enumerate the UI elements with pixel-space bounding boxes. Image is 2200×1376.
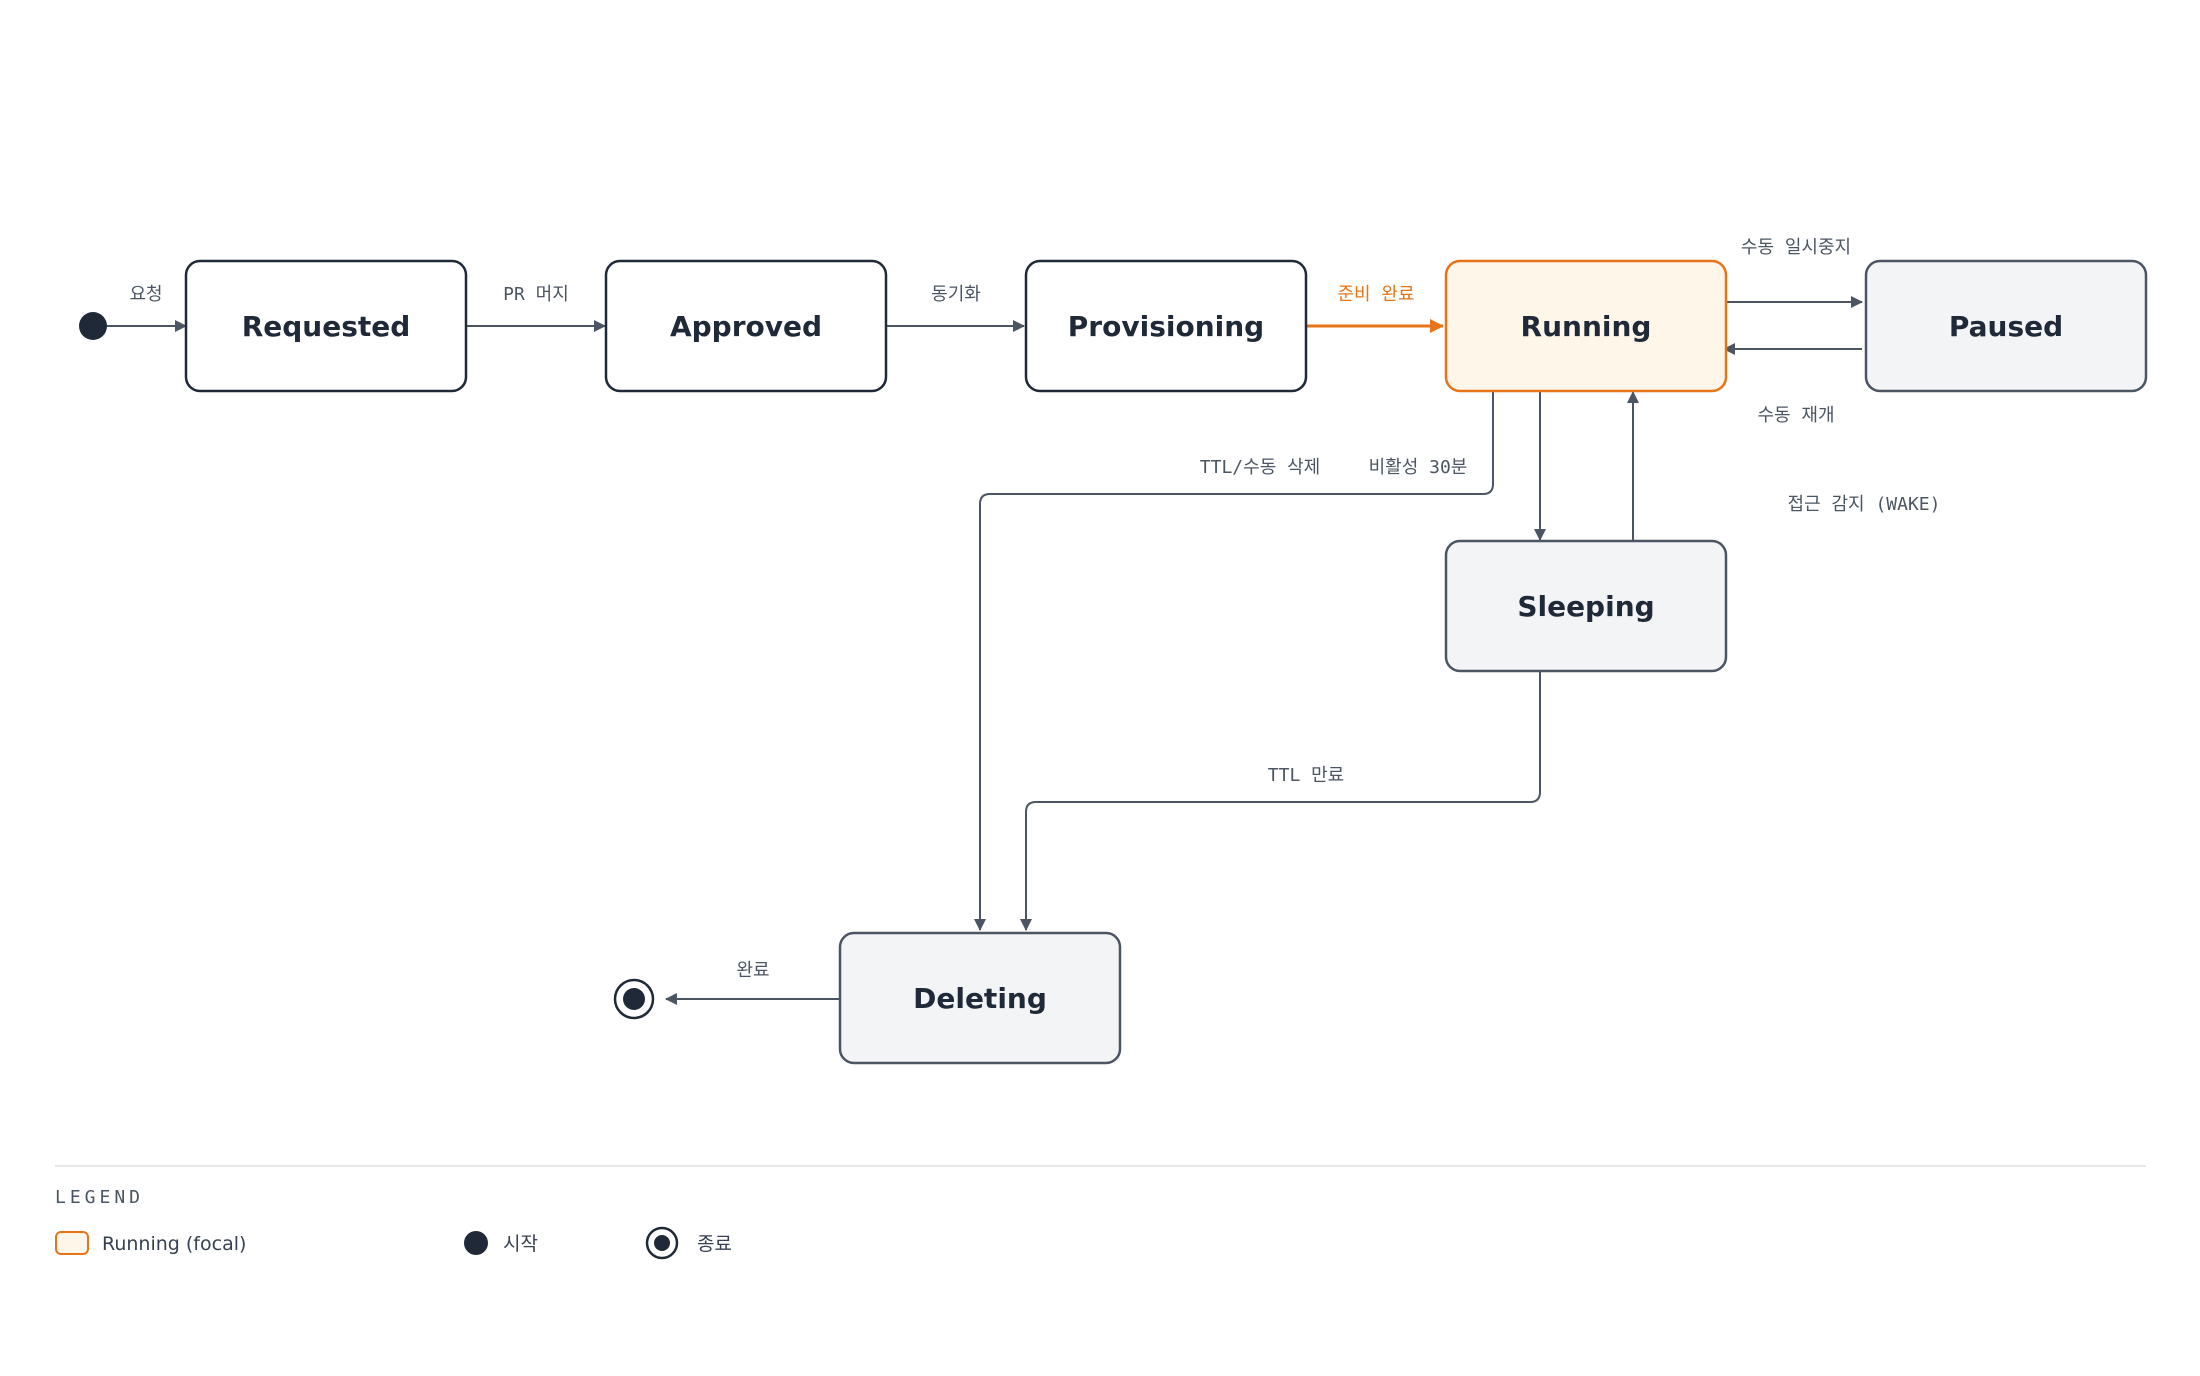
state-provisioning-label: Provisioning xyxy=(1068,310,1264,343)
label-pr-merge: PR 머지 xyxy=(503,284,569,305)
state-deleting-label: Deleting xyxy=(913,982,1047,1015)
label-request: 요청 xyxy=(129,284,162,305)
legend-focal-swatch xyxy=(55,1231,89,1255)
legend-end-icon xyxy=(645,1226,679,1260)
label-manual-pause: 수동 일시중지 xyxy=(1741,237,1851,258)
legend-end-label: 종료 xyxy=(697,1233,732,1255)
state-provisioning[interactable]: Provisioning xyxy=(1024,259,1308,393)
state-approved[interactable]: Approved xyxy=(604,259,888,393)
end-node xyxy=(613,978,655,1020)
label-manual-resume: 수동 재개 xyxy=(1757,405,1834,426)
legend-title: LEGEND xyxy=(55,1187,144,1208)
label-inactive-30min: 비활성 30분 xyxy=(1369,457,1468,478)
label-ready-complete: 준비 완료 xyxy=(1337,284,1414,305)
legend-focal-label: Running (focal) xyxy=(102,1233,246,1255)
state-running[interactable]: Running xyxy=(1444,259,1728,393)
label-sync: 동기화 xyxy=(931,284,981,305)
state-deleting[interactable]: Deleting xyxy=(838,931,1122,1065)
edge-running-deleting xyxy=(974,392,1494,931)
state-approved-label: Approved xyxy=(670,310,822,343)
state-paused[interactable]: Paused xyxy=(1864,259,2148,393)
state-requested[interactable]: Requested xyxy=(184,259,468,393)
state-running-label: Running xyxy=(1521,310,1652,343)
label-access-detected: 접근 감지 (WAKE) xyxy=(1788,494,1941,515)
state-requested-label: Requested xyxy=(242,310,411,343)
legend-start-label: 시작 xyxy=(503,1233,538,1255)
label-ttl-manual-delete: TTL/수동 삭제 xyxy=(1200,457,1320,478)
label-done: 완료 xyxy=(736,960,769,981)
start-node xyxy=(79,312,107,340)
state-paused-label: Paused xyxy=(1949,310,2063,343)
state-sleeping[interactable]: Sleeping xyxy=(1444,539,1728,673)
legend-start-icon xyxy=(464,1231,488,1255)
label-ttl-expired: TTL 만료 xyxy=(1268,765,1344,786)
state-sleeping-label: Sleeping xyxy=(1517,590,1654,623)
edge-sleeping-deleting xyxy=(1020,672,1541,931)
